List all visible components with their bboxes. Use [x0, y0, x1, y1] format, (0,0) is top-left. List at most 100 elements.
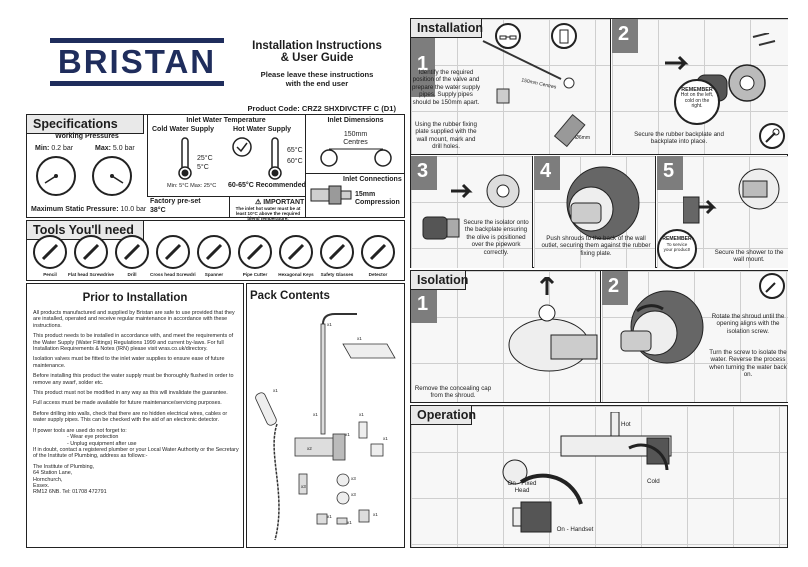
remember-service-badge: REMEMBER To service your product! [657, 229, 697, 269]
prior-paragraph: Before drilling into walls, check that t… [33, 410, 228, 424]
pack-item-qty: x1 [327, 322, 332, 327]
safety-glasses-icon [499, 35, 517, 40]
tool-label: Pencil [43, 272, 57, 277]
pack-item-qty: x1 [357, 336, 362, 341]
hot-low-temp: 60°C [287, 158, 303, 165]
tool-icon-3 [156, 235, 190, 269]
pack-item-qty: x1 [347, 520, 352, 525]
remember-text: Hot on the left, cold on the right. [680, 92, 714, 110]
title-line-2: & User Guide [280, 52, 354, 64]
cold-supply-title: Cold Water Supply [152, 126, 214, 133]
min-max-cold: Min: 5°C Max: 25°C [167, 183, 217, 189]
shroud-illustration [566, 166, 640, 240]
pack-item-qty: x1 [383, 436, 388, 441]
hot-recommended: 60-65°C Recommended [228, 182, 306, 189]
min-label: Min: [35, 145, 50, 152]
subtitle-line-2: with the end user [285, 79, 349, 88]
isolation-step-2-text: Rotate the shroud until the opening alig… [711, 313, 785, 335]
remember-badge: REMEMBER Hot on the left, cold on the ri… [674, 79, 720, 125]
isolation-heading: Isolation [410, 270, 468, 290]
tool-icon-5 [238, 235, 272, 269]
factory-preset-label: Factory pre-set [150, 198, 201, 205]
max-value: 5.0 bar [112, 145, 135, 152]
isolation-step-2-number: 2 [608, 275, 620, 297]
brand-logo: BRISTAN [50, 38, 224, 88]
operation-panel: Operation Hot Cold On - Fixed Head On - … [410, 405, 788, 548]
tool-icon-1 [74, 235, 108, 269]
tool-label: Flat head Screwdriver [68, 272, 114, 277]
specifications-heading: Specifications [26, 114, 144, 134]
prior-paragraph: All products manufactured and supplied b… [33, 310, 235, 329]
pack-item-qty: x1 [345, 432, 350, 437]
cold-thermometer-icon [178, 137, 192, 180]
detector-warning-icon [551, 23, 577, 49]
glasses-warning-icon [495, 23, 521, 49]
tool-icon-7 [320, 235, 354, 269]
prior-heading: Prior to Installation [82, 292, 188, 304]
tool-icon-8 [361, 235, 395, 269]
factory-preset-value: 38°C [150, 207, 166, 214]
pack-item-qty: x3 [301, 484, 306, 489]
install-step-1-text-2: Using the rubber fixing plate supplied w… [415, 121, 477, 151]
tool-label: Spanner [204, 272, 224, 277]
remember-service-title: REMEMBER [662, 236, 692, 242]
install-step-5-number: 5 [663, 160, 675, 182]
detector-icon [559, 29, 569, 44]
tool-icon-4 [197, 235, 231, 269]
installation-panel: Installation 1 Identify the required pos… [410, 18, 788, 269]
inlet-conn-title: Inlet Connections [343, 176, 402, 183]
title-line-1: Installation Instructions [252, 40, 382, 52]
tool-icon-2 [115, 235, 149, 269]
tool-icon-6 [279, 235, 313, 269]
centres-value: 150mm [343, 131, 368, 138]
min-pressure-gauge-icon [36, 156, 76, 196]
specifications-panel: Specifications Working Pressures Min: 0.… [26, 114, 405, 221]
prior-paragraph: Isolation valves must be fitted to the i… [33, 356, 225, 369]
screwdriver-icon-circle [759, 273, 785, 299]
prior-paragraph: - Unplug equipment after use [67, 440, 137, 447]
tool-label: Pipe Cutter [242, 272, 268, 277]
inlet-temp-title: Inlet Water Temperature [186, 117, 266, 124]
tool-label: Detector [368, 272, 388, 277]
prior-paragraph: If in doubt, contact a registered plumbe… [33, 446, 239, 460]
compression-fitting-icon [310, 185, 352, 205]
operation-on-fixed: On - Fixed Head [507, 480, 537, 495]
prior-paragraph: Full access must be made available for f… [33, 400, 222, 407]
tool-label: Safety Glasses [320, 272, 354, 277]
pack-item-qty: x3 [351, 492, 356, 497]
hot-thermometer-icon [268, 137, 282, 180]
prior-panel: Prior to Installation All products manuf… [26, 283, 244, 548]
install-step-5-text: Secure the shower to the wall mount. [714, 249, 784, 264]
operation-on-handset: On - Handset [556, 526, 594, 533]
prior-paragraph: Hornchurch, [33, 476, 63, 483]
tool-label: Cross head Screwdriver [150, 272, 196, 277]
isolator-illustration [422, 174, 520, 240]
install-step-2-text: Secure the rubber backplate and backplat… [634, 131, 724, 146]
min-value: 0.2 bar [51, 145, 74, 152]
important-title-text: IMPORTANT [263, 199, 305, 206]
pencil-marking-illustration [482, 40, 586, 148]
isolation-step-2-text-2: Turn the screw to isolate the water. Rev… [709, 349, 787, 379]
remember-title: REMEMBER [681, 87, 713, 93]
tool-label: Drill [127, 272, 137, 277]
install-step-2 [612, 19, 788, 155]
prior-paragraph: RM12 6NB. Tel: 01708 472791 [33, 489, 107, 496]
prior-paragraph: This product must not be modified in any… [33, 390, 228, 397]
pack-item-qty: x1 [359, 412, 364, 417]
prior-paragraph: Essex. [33, 482, 50, 489]
install-step-3-number: 3 [417, 160, 429, 182]
product-code: Product Code: CRZ2 SHXDIVCTFF C (D1) [247, 104, 396, 113]
install-step-1-drill-size: Ø6mm [575, 135, 590, 141]
pack-contents-illustration [255, 313, 396, 541]
cold-high-temp: 25°C [197, 155, 213, 162]
hot-high-temp: 65°C [287, 147, 303, 154]
pack-item-qty: x1 [327, 514, 332, 519]
install-step-3-text: Secure the isolator onto the backplate e… [463, 219, 529, 256]
max-pressure-gauge-icon [92, 156, 132, 196]
concealing-cap-illustration [508, 277, 598, 372]
tool-icon-0 [33, 235, 67, 269]
inlet-centres-icon [320, 148, 392, 167]
install-step-1-number: 1 [417, 53, 429, 75]
